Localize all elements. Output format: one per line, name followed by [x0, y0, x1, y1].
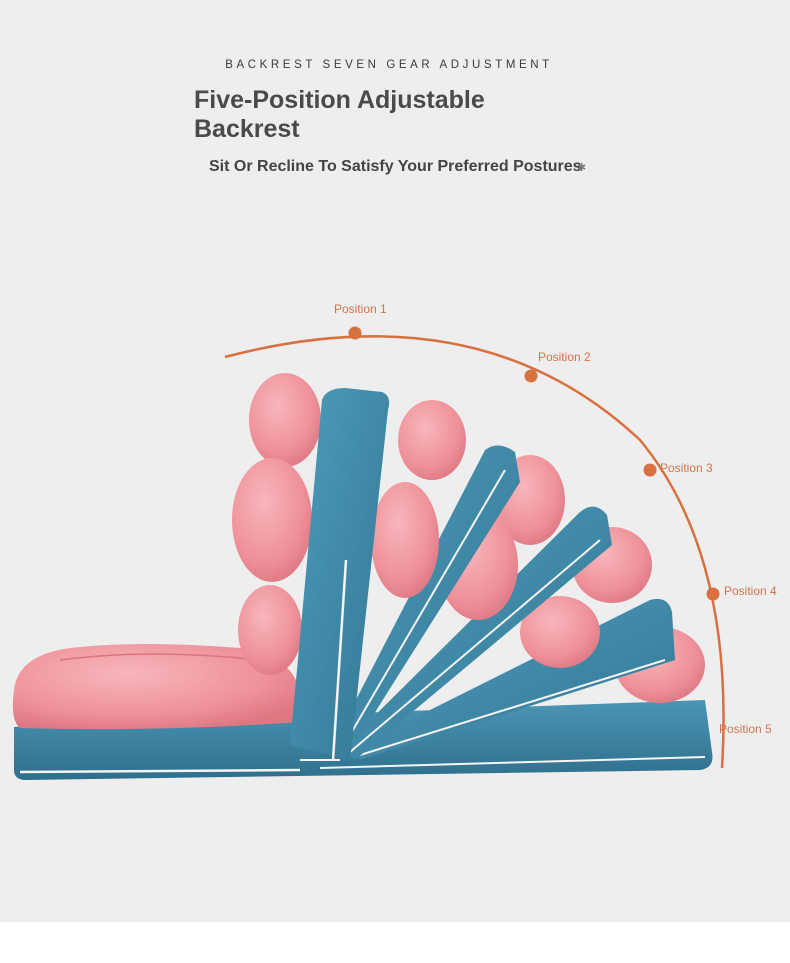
subtitle-text: Sit Or Recline To Satisfy Your Preferred… — [209, 158, 582, 175]
position-2-dot — [524, 369, 538, 383]
eyebrow-text: BACKREST SEVEN GEAR ADJUSTMENT — [225, 59, 553, 71]
floor-chair-illustration — [12, 326, 725, 780]
position-label-5: Position 5 — [719, 722, 772, 736]
decorative-mark-icon: ✱ — [577, 162, 587, 174]
backrest-pos4 — [340, 506, 612, 760]
backrest-pos1 — [290, 388, 390, 760]
position-label-4: Position 4 — [724, 584, 777, 598]
seat-cushion — [12, 644, 300, 730]
position-4-dot — [706, 587, 720, 601]
recline-arc — [224, 335, 725, 769]
position-label-2: Position 2 — [538, 350, 591, 364]
position-3-dot — [643, 463, 657, 477]
product-banner: BACKREST SEVEN GEAR ADJUSTMENT Five-Posi… — [0, 0, 790, 922]
page-title: Five-Position Adjustable Backrest — [194, 86, 485, 143]
position-label-1: Position 1 — [334, 302, 387, 316]
bottom-spacer — [0, 922, 790, 963]
pillow-pos1-mid — [232, 458, 312, 582]
position-1-dot — [348, 326, 362, 340]
pillow-pos1-low — [238, 585, 302, 675]
position-label-3: Position 3 — [660, 461, 713, 475]
pillow-pos1-top — [249, 373, 321, 467]
